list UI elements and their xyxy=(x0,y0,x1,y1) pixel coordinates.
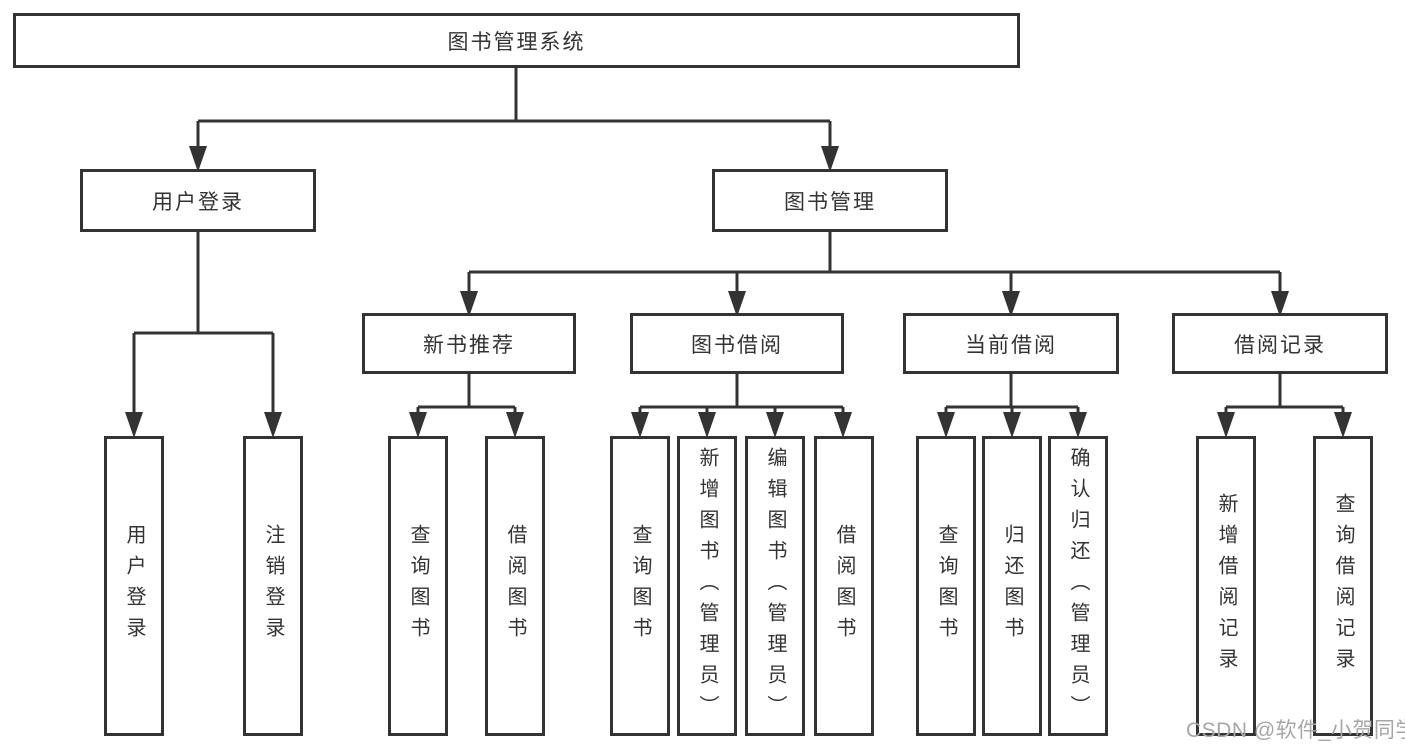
leaf-logout: 注销登录 xyxy=(243,436,303,736)
node-book-management: 图书管理 xyxy=(712,169,948,232)
node-label: 当前借阅 xyxy=(965,333,1057,357)
leaf-return-books: 归还图书 xyxy=(982,436,1042,736)
leaf-borrow-books: 借阅图书 xyxy=(814,436,874,736)
node-library-system: 图书管理系统 xyxy=(13,13,1020,68)
leaf-label: 确认归还（管理员） xyxy=(1067,446,1089,726)
leaf-label: 借阅图书 xyxy=(833,524,855,648)
leaf-query-books: 查询图书 xyxy=(388,436,448,736)
leaf-edit-book-admin: 编辑图书（管理员） xyxy=(745,436,805,736)
node-book-borrowing: 图书借阅 xyxy=(630,313,844,374)
node-label: 图书借阅 xyxy=(691,333,783,357)
node-label: 借阅记录 xyxy=(1234,333,1326,357)
leaf-query-books: 查询图书 xyxy=(916,436,976,736)
leaf-label: 查询图书 xyxy=(629,524,651,648)
watermark: CSDN @软件_小贺同学 xyxy=(1186,719,1405,742)
leaf-add-borrow-record: 新增借阅记录 xyxy=(1196,436,1256,736)
node-user-login: 用户登录 xyxy=(80,169,316,232)
leaf-label: 查询借阅记录 xyxy=(1332,493,1354,679)
leaf-label: 查询图书 xyxy=(935,524,957,648)
node-label: 新书推荐 xyxy=(423,333,515,357)
leaf-label: 用户登录 xyxy=(123,524,145,648)
leaf-label: 注销登录 xyxy=(262,524,284,648)
leaf-label: 借阅图书 xyxy=(504,524,526,648)
leaf-borrow-books: 借阅图书 xyxy=(485,436,545,736)
node-current-borrowing: 当前借阅 xyxy=(903,313,1119,374)
node-label: 图书管理系统 xyxy=(447,30,586,54)
node-label: 用户登录 xyxy=(152,190,244,214)
leaf-label: 编辑图书（管理员） xyxy=(764,446,786,726)
leaf-confirm-return-admin: 确认归还（管理员） xyxy=(1048,436,1108,736)
leaf-query-borrow-record: 查询借阅记录 xyxy=(1313,436,1373,736)
leaf-label: 归还图书 xyxy=(1001,524,1023,648)
leaf-user-login: 用户登录 xyxy=(104,436,164,736)
node-label: 图书管理 xyxy=(784,190,876,214)
node-new-book-recommendation: 新书推荐 xyxy=(362,313,576,374)
leaf-label: 新增图书（管理员） xyxy=(696,446,718,726)
node-borrowing-records: 借阅记录 xyxy=(1172,313,1388,374)
leaf-label: 新增借阅记录 xyxy=(1215,493,1237,679)
leaf-add-book-admin: 新增图书（管理员） xyxy=(677,436,737,736)
leaf-query-books: 查询图书 xyxy=(610,436,670,736)
leaf-label: 查询图书 xyxy=(407,524,429,648)
